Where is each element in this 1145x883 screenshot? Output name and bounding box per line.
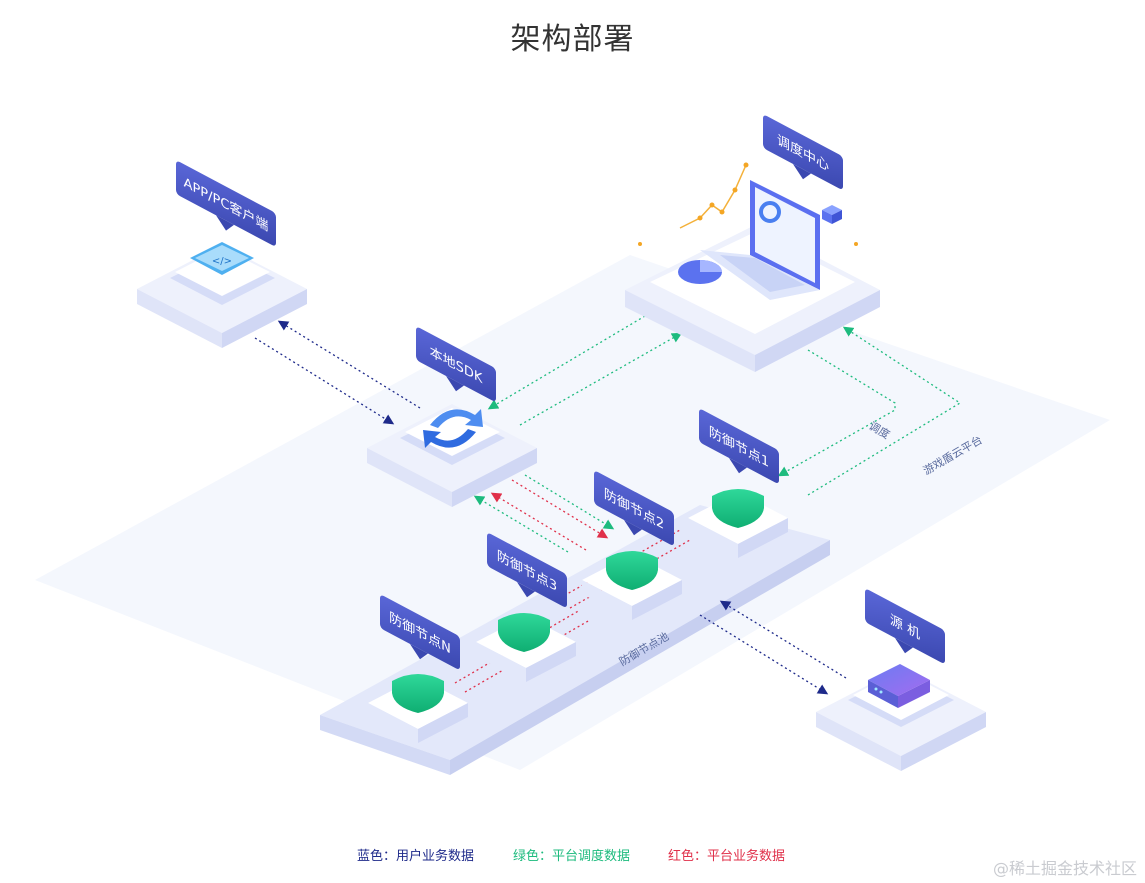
shield-icon-1	[712, 489, 764, 528]
pie-chart-icon	[678, 260, 722, 284]
small-cube-icon	[822, 205, 842, 224]
shield-icon-2	[606, 551, 658, 590]
legend-green: 绿色：平台调度数据	[513, 849, 631, 864]
green-connectors	[473, 315, 962, 553]
page-title: 架构部署	[510, 22, 635, 57]
shield-icon-n	[392, 674, 444, 713]
cloud-platform-surface	[35, 255, 1110, 770]
tag-dispatch: 调度中心	[763, 115, 843, 189]
tag-origin: 源 机	[865, 589, 945, 663]
sdk-platform	[367, 404, 537, 507]
red-connectors	[454, 479, 691, 693]
watermark: @稀土掘金技术社区	[992, 859, 1137, 878]
tag-client: APP/PC客户端	[176, 161, 276, 246]
server-icon	[868, 664, 930, 708]
blue-connectors	[254, 320, 847, 695]
legend-blue: 蓝色：用户业务数据	[357, 849, 475, 864]
legend-red: 红色：平台业务数据	[668, 849, 786, 864]
trend-line-icon	[679, 164, 747, 229]
laptop-icon	[700, 180, 820, 300]
svg-text:</>: </>	[212, 256, 232, 267]
sync-icon	[423, 409, 483, 448]
trend-points-icon	[638, 162, 858, 246]
shield-icon-3	[498, 613, 550, 652]
code-window-icon: </>	[190, 242, 254, 275]
